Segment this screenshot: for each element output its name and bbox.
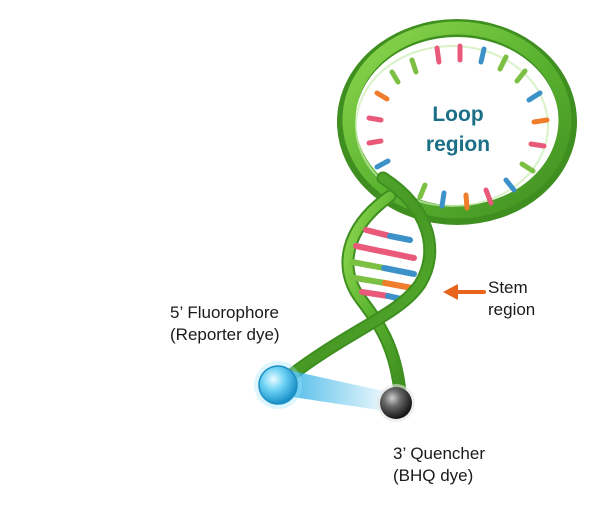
fluorophore-label-line2: (Reporter dye) <box>170 325 280 344</box>
quencher-sphere-icon <box>377 384 415 422</box>
quencher-label-line2: (BHQ dye) <box>393 466 474 485</box>
loop-label-line2: region <box>425 133 491 156</box>
stem-base-pairs <box>349 227 417 303</box>
loop-region <box>337 19 577 225</box>
fluorophore-label: 5’ Fluorophore (Reporter dye) <box>170 302 280 346</box>
fluorophore-label-line1: 5’ Fluorophore <box>170 303 279 322</box>
quencher-label: 3’ Quencher (BHQ dye) <box>393 443 485 487</box>
fluorophore-sphere-icon <box>254 361 302 409</box>
quenching-beam <box>286 370 392 412</box>
loop-region-label: Loop region <box>398 100 518 160</box>
stem-region <box>283 171 437 399</box>
quencher-label-line1: 3’ Quencher <box>393 444 485 463</box>
loop-bases <box>366 43 550 211</box>
stem-region-label: Stem region <box>488 277 535 321</box>
stem-label-line1: Stem <box>488 278 528 297</box>
loop-label-line1: Loop <box>432 103 484 126</box>
left-arrow-icon <box>443 284 486 300</box>
stem-label-line2: region <box>488 300 536 319</box>
